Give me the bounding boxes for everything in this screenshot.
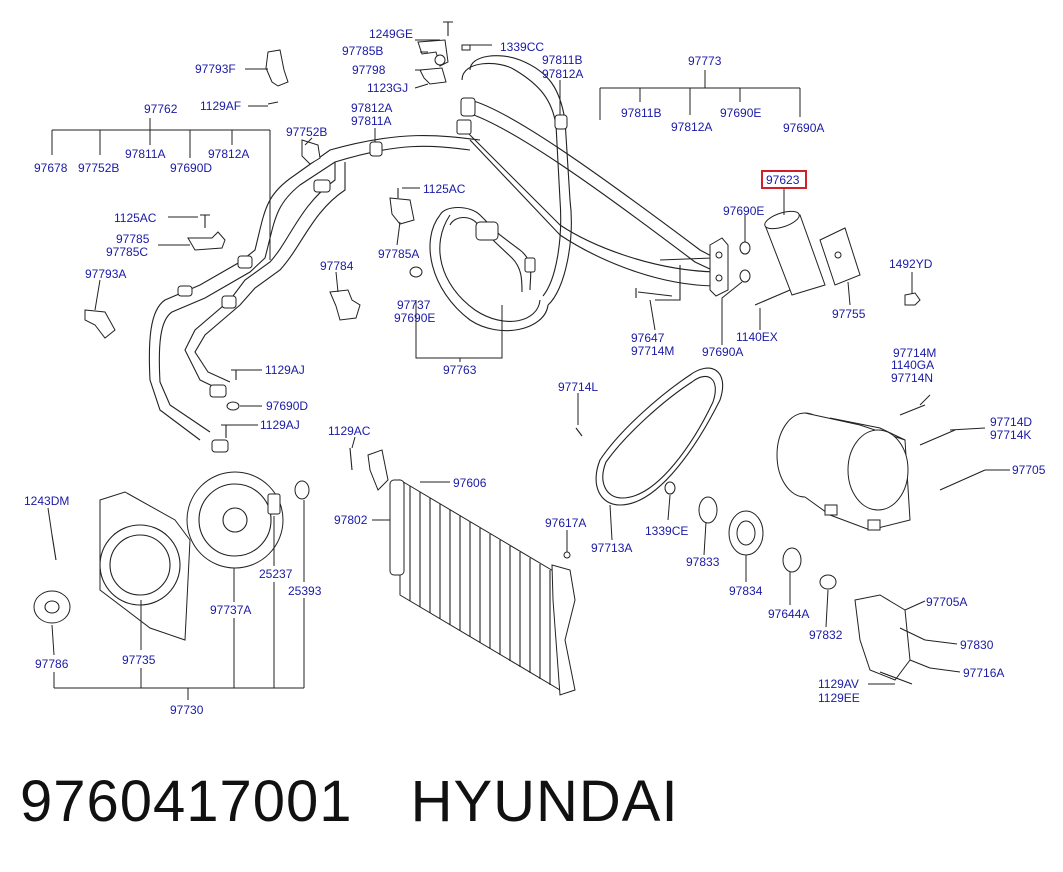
label-97690D-bottom[interactable]: 97690D	[170, 161, 212, 175]
label-97647[interactable]: 97647	[631, 331, 665, 345]
bracket-parts	[84, 21, 921, 438]
label-97773[interactable]: 97773	[688, 54, 722, 68]
label-97832[interactable]: 97832	[809, 628, 843, 642]
label-97834[interactable]: 97834	[729, 584, 763, 598]
ac-hose-lines	[148, 55, 716, 441]
label-97690E-right[interactable]: 97690E	[720, 106, 761, 120]
label-97737A[interactable]: 97737A	[210, 603, 251, 617]
label-25393[interactable]: 25393	[288, 584, 322, 598]
label-97714K[interactable]: 97714K	[990, 428, 1031, 442]
label-97690E-mid[interactable]: 97690E	[723, 204, 764, 218]
label-97714L[interactable]: 97714L	[558, 380, 598, 394]
label-97690D-left[interactable]: 97690D	[266, 399, 308, 413]
brand-name: HYUNDAI	[410, 769, 679, 834]
label-97811A-bottom[interactable]: 97811A	[125, 147, 165, 161]
label-97793A[interactable]: 97793A	[85, 267, 126, 281]
label-1339CC[interactable]: 1339CC	[500, 40, 544, 54]
hose-fittings	[177, 97, 729, 453]
part-number: 9760417001	[20, 769, 353, 834]
label-97812A-mid[interactable]: 97812A	[351, 101, 392, 115]
label-97785A[interactable]: 97785A	[378, 247, 419, 261]
label-97811B-top[interactable]: 97811B	[542, 53, 582, 67]
label-97812A-right[interactable]: 97812A	[671, 120, 712, 134]
label-97784[interactable]: 97784	[320, 259, 354, 273]
label-1129AJ-2[interactable]: 1129AJ	[260, 418, 300, 432]
label-97785B[interactable]: 97785B	[342, 44, 383, 58]
compressor	[776, 404, 986, 531]
label-97786[interactable]: 97786	[35, 657, 69, 671]
label-1125AC-left[interactable]: 1125AC	[114, 211, 157, 225]
label-97617A[interactable]: 97617A	[545, 516, 586, 530]
cooling-fan-assembly	[33, 471, 310, 641]
label-97763[interactable]: 97763	[443, 363, 477, 377]
label-1140EX[interactable]: 1140EX	[736, 330, 778, 344]
compressor-bracket	[854, 594, 931, 685]
label-97811B-right[interactable]: 97811B	[621, 106, 661, 120]
label-1129EE[interactable]: 1129EE	[818, 691, 860, 705]
label-1339CE[interactable]: 1339CE	[645, 524, 688, 538]
label-1243DM[interactable]: 1243DM	[24, 494, 69, 508]
label-97785C[interactable]: 97785C	[106, 245, 148, 259]
clutch-parts	[563, 481, 837, 590]
label-97798[interactable]: 97798	[352, 63, 386, 77]
label-97606[interactable]: 97606	[453, 476, 487, 490]
label-97811A-mid[interactable]: 97811A	[351, 114, 391, 128]
label-97714M-right[interactable]: 97714M	[893, 346, 936, 360]
label-97713A[interactable]: 97713A	[591, 541, 632, 555]
leader-lines	[47, 39, 1010, 700]
label-97714M-a[interactable]: 97714M	[631, 344, 674, 358]
label-97785[interactable]: 97785	[116, 232, 150, 246]
label-97678[interactable]: 97678	[34, 161, 68, 175]
label-97762[interactable]: 97762	[144, 102, 178, 116]
label-97714D[interactable]: 97714D	[990, 415, 1032, 429]
label-97644A[interactable]: 97644A	[768, 607, 809, 621]
label-97735[interactable]: 97735	[122, 653, 156, 667]
part-labels: 1249GE 97785B 1339CC 97798 1123GJ 97793F…	[24, 27, 1046, 717]
label-97730[interactable]: 97730	[170, 703, 204, 717]
label-25237[interactable]: 25237	[259, 567, 293, 581]
label-97705[interactable]: 97705	[1012, 463, 1046, 477]
label-97623[interactable]: 97623	[766, 173, 800, 187]
label-1123GJ[interactable]: 1123GJ	[367, 81, 408, 95]
receiver-drier	[764, 210, 861, 296]
label-1129AJ-1[interactable]: 1129AJ	[265, 363, 305, 377]
label-97755[interactable]: 97755	[832, 307, 866, 321]
label-97812A-bottom[interactable]: 97812A	[208, 147, 249, 161]
parts-diagram: 1249GE 97785B 1339CC 97798 1123GJ 97793F…	[24, 21, 1046, 717]
label-97812A-top[interactable]: 97812A	[542, 67, 583, 81]
label-1249GE[interactable]: 1249GE	[369, 27, 413, 41]
drive-belt	[575, 367, 724, 506]
condenser	[349, 447, 576, 696]
label-97705A[interactable]: 97705A	[926, 595, 967, 609]
footer-caption: 9760417001 HYUNDAI	[20, 768, 1040, 838]
label-1140GA[interactable]: 1140GA	[891, 358, 934, 372]
label-97737-mid[interactable]: 97737	[397, 298, 431, 312]
label-1125AC-mid[interactable]: 1125AC	[423, 182, 466, 196]
highlight-box	[761, 170, 807, 189]
label-97690E-bottom[interactable]: 97690E	[394, 311, 435, 325]
label-1129AC[interactable]: 1129AC	[328, 424, 371, 438]
label-97802[interactable]: 97802	[334, 513, 368, 527]
label-97793F[interactable]: 97793F	[195, 62, 236, 76]
label-97714N[interactable]: 97714N	[891, 371, 933, 385]
label-97752B-top[interactable]: 97752B	[286, 125, 327, 139]
label-1129AF[interactable]: 1129AF	[200, 99, 241, 113]
label-97752B-bottom[interactable]: 97752B	[78, 161, 119, 175]
label-97690A-bottom[interactable]: 97690A	[702, 345, 743, 359]
label-1129AV[interactable]: 1129AV	[818, 677, 859, 691]
label-97830[interactable]: 97830	[960, 638, 994, 652]
label-1492YD[interactable]: 1492YD	[889, 257, 933, 271]
label-97690A-right[interactable]: 97690A	[783, 121, 824, 135]
label-97716A[interactable]: 97716A	[963, 666, 1004, 680]
label-97833[interactable]: 97833	[686, 555, 720, 569]
